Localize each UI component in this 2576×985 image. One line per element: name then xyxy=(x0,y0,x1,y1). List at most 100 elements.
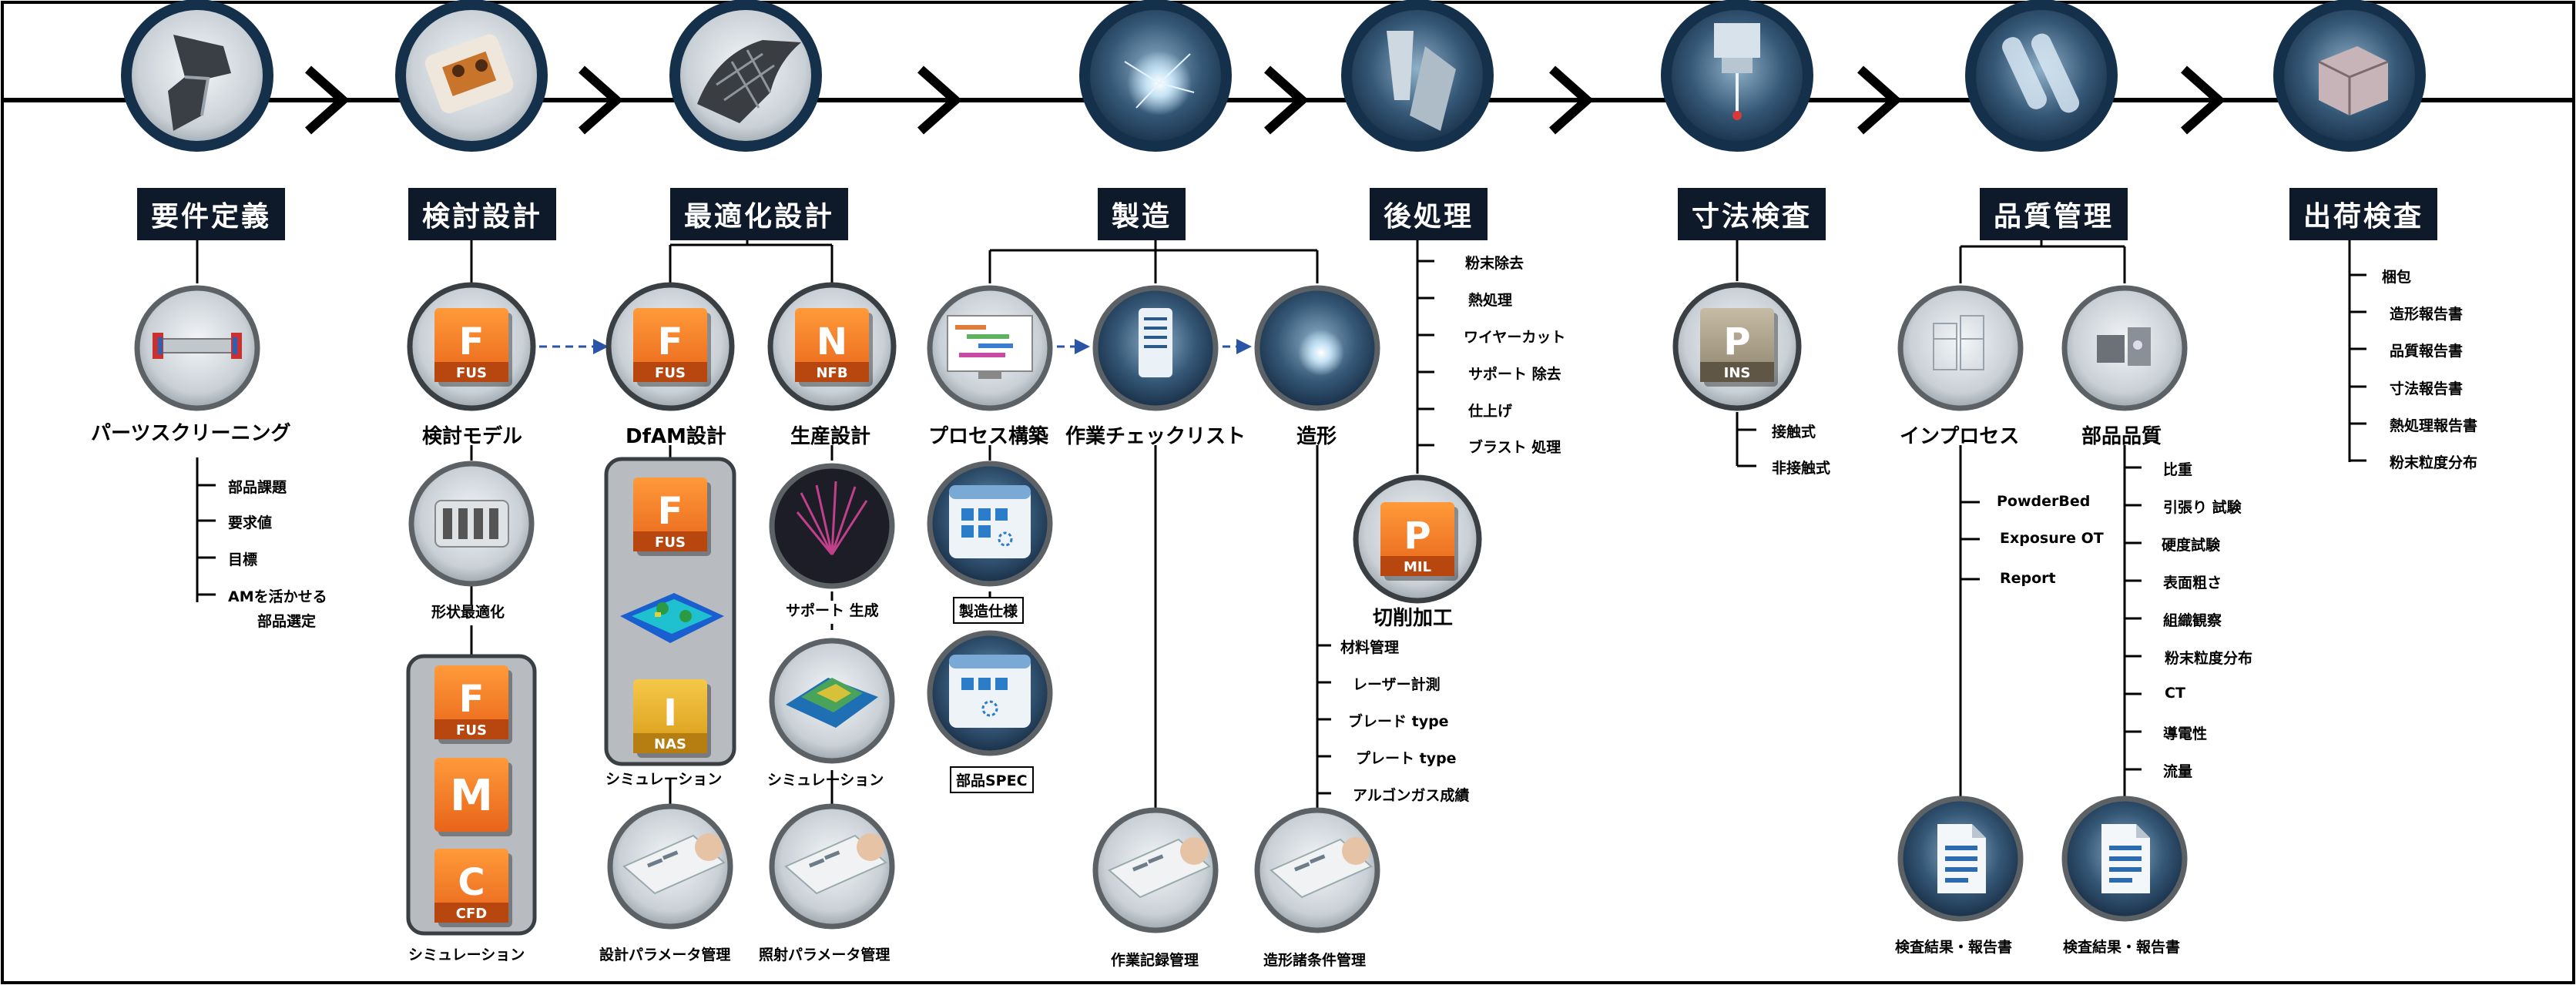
app-code: MIL xyxy=(1404,559,1431,575)
design-parts-icon xyxy=(395,0,548,152)
test-tubes-icon xyxy=(1965,0,2118,152)
screening-part-icon xyxy=(134,285,260,411)
app-letter: F xyxy=(658,490,683,533)
keyboard-hand-icon xyxy=(1254,807,1380,933)
spec-circles xyxy=(927,461,1053,756)
app-letter: P xyxy=(1723,320,1750,364)
window-loading-icon xyxy=(927,630,1053,756)
app-letter: F xyxy=(658,320,683,364)
parts-quality-item: 組織観察 xyxy=(2163,612,2222,629)
production-simulation-icon xyxy=(769,638,895,764)
chevron-right-icon xyxy=(1857,65,1903,135)
dimension-item: 非接触式 xyxy=(1772,460,1831,477)
requirement-item: 部品課題 xyxy=(228,479,287,496)
app-letter: F xyxy=(459,320,485,364)
shape-optimization-label: 形状最適化 xyxy=(431,604,505,621)
parts-spec-label: 部品SPEC xyxy=(950,766,1034,793)
dashed-arrows xyxy=(539,339,1252,354)
stage-label-manufacture: 製造 xyxy=(1098,188,1186,240)
timeline-chevrons xyxy=(305,65,2226,135)
chevron-right-icon xyxy=(1264,65,1310,135)
study-simulation-label: シミュレーション xyxy=(408,946,525,963)
laser-build-icon xyxy=(1079,0,1232,152)
dimension-item: 接触式 xyxy=(1772,424,1816,441)
app-code: INS xyxy=(1724,365,1751,381)
dfam-simulation-icon xyxy=(620,593,724,643)
app-code: FUS xyxy=(456,365,487,381)
shipping-item: 品質報告書 xyxy=(2390,343,2464,360)
chevron-right-icon xyxy=(2181,65,2226,135)
build-label: 造形 xyxy=(1296,425,1337,448)
app-code: FUS xyxy=(655,365,686,381)
stage-label-requirement: 要件定義 xyxy=(137,188,286,240)
build-record-label: 造形諸条件管理 xyxy=(1263,952,1367,969)
inprocess-item: Exposure OT xyxy=(2000,530,2104,547)
parts-quality-item: 表面粗さ xyxy=(2163,575,2222,591)
build-item: レーザー計測 xyxy=(1353,676,1441,693)
parts-icon xyxy=(121,0,273,152)
irradiation-param-label: 照射パラメータ管理 xyxy=(759,946,891,963)
build-laser-icon xyxy=(1254,285,1380,411)
stage-label-shipping: 出荷検査 xyxy=(2289,188,2438,240)
app-letter: N xyxy=(817,320,847,364)
build-item: プレート type xyxy=(1356,750,1457,767)
post-item: サポート 除去 xyxy=(1468,366,1561,383)
shipping-item: 粉末粒度分布 xyxy=(2390,454,2478,471)
build-item: ブレード type xyxy=(1348,713,1449,730)
cutting-label: 切削加工 xyxy=(1373,607,1454,630)
inspection-report-label: 検査結果・報告書 xyxy=(2063,939,2181,956)
production-simulation-label: シミュレーション xyxy=(767,772,884,789)
shipping-item: 寸法報告書 xyxy=(2390,380,2464,397)
chevron-right-icon xyxy=(579,65,624,135)
requirement-item: AMを活かせる xyxy=(228,588,327,605)
parts-quality-item: 引張り 試験 xyxy=(2163,499,2242,516)
app-code: FUS xyxy=(456,722,487,739)
chevron-right-icon xyxy=(1549,65,1595,135)
parts-quality-item: 導電性 xyxy=(2163,725,2208,742)
parts-quality-item: 硬度試験 xyxy=(2162,537,2221,554)
design-param-label: 設計パラメータ管理 xyxy=(599,946,731,963)
app-tile-m: M xyxy=(434,758,512,836)
stage-label-dimension: 寸法検査 xyxy=(1678,188,1826,240)
inprocess-item: PowderBed xyxy=(1997,493,2091,510)
lattice-part-icon xyxy=(669,0,822,152)
chevron-right-icon xyxy=(305,65,351,135)
shipping-box-icon xyxy=(2273,0,2426,152)
keyboard-hand-icon xyxy=(769,803,895,930)
inprocess-label: インプロセス xyxy=(1900,425,2020,448)
work-record-label: 作業記録管理 xyxy=(1111,952,1199,969)
document-circles xyxy=(1897,796,2188,922)
dfam-design-label: DfAM設計 xyxy=(626,425,726,448)
process-build-label: プロセス構築 xyxy=(928,425,1049,448)
post-process-icon xyxy=(1341,0,1494,152)
app-letter: I xyxy=(663,692,677,735)
study-model-label: 検討モデル xyxy=(422,425,523,448)
inprocess-icon xyxy=(1897,285,2024,411)
parts-quality-item: 流量 xyxy=(2163,763,2193,780)
shape-optimization-icon xyxy=(408,461,535,587)
keyboard-hand-icon xyxy=(1092,807,1219,933)
spec-label: 製造仕様 xyxy=(953,597,1025,624)
production-design-label: 生産設計 xyxy=(790,425,871,448)
probe-inspection-icon xyxy=(1661,0,1813,152)
stage-label-post: 後処理 xyxy=(1370,188,1488,240)
inspection-report-label: 検査結果・報告書 xyxy=(1895,939,2013,956)
document-icon xyxy=(2061,796,2188,922)
checklist-label: 作業チェックリスト xyxy=(1065,425,1246,448)
post-item: 仕上げ xyxy=(1468,403,1513,420)
dfam-simulation-label: シミュレーション xyxy=(605,771,723,788)
parts-quality-label: 部品品質 xyxy=(2081,425,2162,448)
chevron-right-icon xyxy=(917,65,963,135)
window-loading-icon xyxy=(927,461,1053,587)
